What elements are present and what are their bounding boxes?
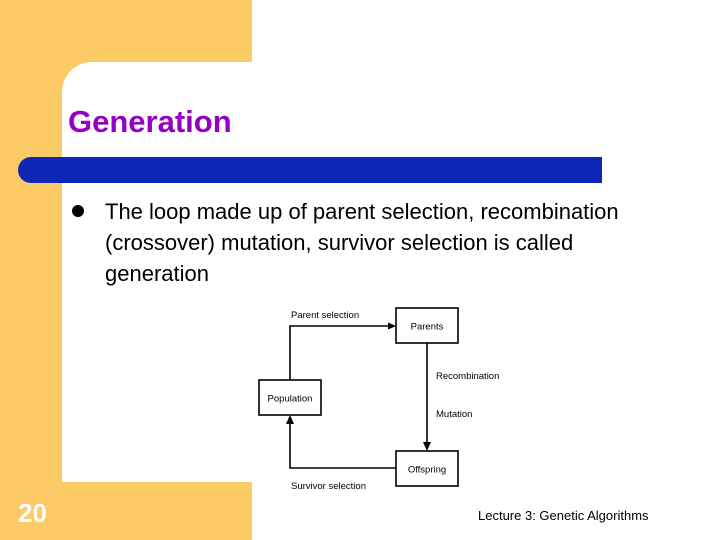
ga-generation-flowchart: Parents Population Offspring Parent sele… — [258, 296, 548, 496]
node-parents-box — [395, 307, 459, 344]
edge-label-mutation: Mutation — [436, 409, 472, 420]
bullet-item-label: The loop made up of parent selection, re… — [105, 199, 619, 286]
arrowhead-to-population-icon — [286, 415, 294, 424]
edge-label-survivor-selection: Survivor selection — [291, 481, 366, 492]
footer-note: Lecture 3: Genetic Algorithms — [478, 508, 649, 523]
blue-title-rule — [18, 157, 602, 183]
page-title: Generation — [68, 104, 232, 139]
arrowhead-to-offspring-icon — [423, 442, 431, 451]
bullet-dot-icon — [72, 205, 84, 217]
white-content-panel — [62, 62, 720, 482]
node-parents-label: Parents — [411, 322, 444, 333]
edge-offspring-to-population — [289, 421, 396, 469]
arrowhead-to-parents-icon — [388, 322, 396, 330]
edge-label-recombination: Recombination — [436, 371, 499, 382]
edge-label-parent-selection: Parent selection — [291, 310, 359, 321]
yellow-footer-block — [0, 482, 62, 540]
page-number: 20 — [18, 498, 47, 528]
node-population-label: Population — [268, 394, 313, 405]
bullet-list-item: The loop made up of parent selection, re… — [72, 196, 672, 289]
edge-population-to-parents — [289, 325, 391, 380]
node-offspring-label: Offspring — [408, 465, 446, 476]
